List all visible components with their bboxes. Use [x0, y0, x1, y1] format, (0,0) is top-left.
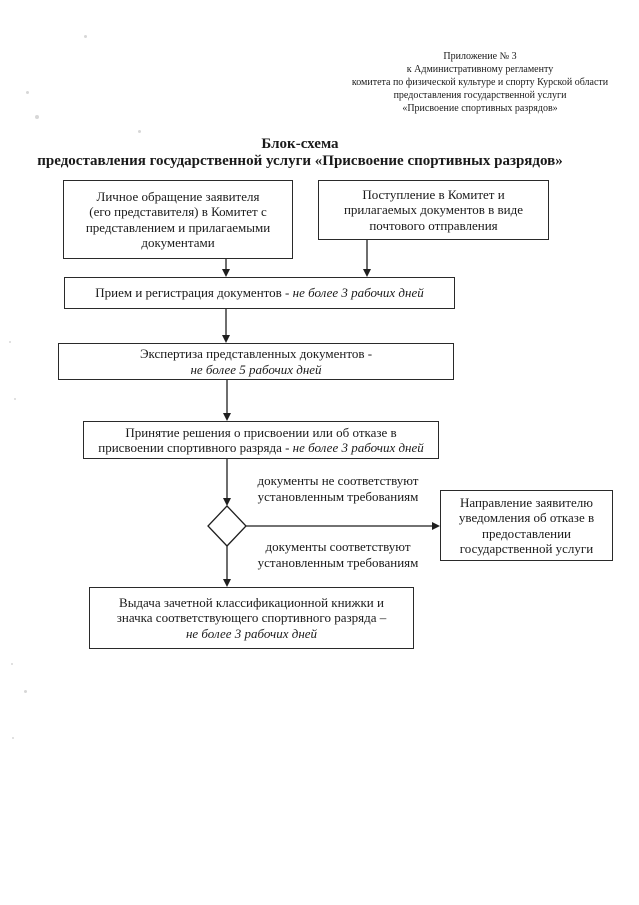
node-term: не более 3 рабочих дней	[292, 440, 424, 455]
scan-speckle	[26, 91, 29, 94]
node-line: почтового отправления	[369, 217, 498, 233]
node-text: присвоении спортивного разряда -	[98, 440, 293, 455]
node-line: Поступление в Комитет и	[362, 186, 505, 202]
flow-node-refusal-notification: Направление заявителю уведомления об отк…	[440, 490, 613, 561]
node-term: не более 3 рабочих дней	[185, 625, 318, 641]
appendix-header-line: Приложение № 3	[443, 51, 517, 62]
scan-speckle	[35, 115, 39, 119]
appendix-header-line: «Присвоение спортивных разрядов»	[402, 103, 558, 114]
appendix-header-line: к Административному регламенту	[406, 64, 554, 75]
page-title-line2: предоставления государственной услуги «П…	[37, 153, 563, 169]
node-text: Прием и регистрация документов -	[95, 285, 293, 301]
node-line: предоставлении	[482, 525, 571, 541]
scan-speckle	[11, 663, 13, 665]
scan-speckle	[24, 690, 27, 693]
flow-node-personal-application: Личное обращение заявителя (его представ…	[63, 180, 293, 259]
node-line: представлением и прилагаемыми	[85, 219, 271, 235]
node-line: присвоении спортивного разряда - не боле…	[88, 440, 434, 456]
branch-label-line: документы не соответствуют	[257, 473, 419, 488]
scan-speckle	[84, 35, 87, 38]
scan-speckle	[9, 341, 11, 343]
arrowhead-down-icon	[223, 413, 231, 421]
node-line: документами	[141, 235, 215, 250]
branch-label-line: установленным требованиям	[257, 488, 419, 504]
flow-node-mail-receipt: Поступление в Комитет и прилагаемых доку…	[318, 180, 549, 240]
node-term: не более 5 рабочих дней	[190, 361, 322, 377]
node-line: (его представителя) в Комитет с	[89, 204, 267, 219]
scan-speckle	[12, 737, 14, 739]
node-line: Личное обращение заявителя	[96, 188, 260, 204]
node-line: Прием и регистрация документов - не боле…	[69, 285, 450, 301]
branch-label-line: документы соответствуют	[265, 539, 411, 554]
scan-speckle	[138, 130, 141, 133]
node-line: уведомления об отказе в	[458, 510, 595, 525]
node-line: Выдача зачетной классификационной книжки…	[119, 594, 384, 610]
arrowhead-right-icon	[432, 522, 440, 530]
appendix-header-line: комитета по физической культуре и спорту…	[351, 77, 609, 88]
flow-node-documents-expertise: Экспертиза представленных документов - н…	[58, 343, 454, 380]
node-line: Направление заявителю	[459, 494, 593, 510]
arrowhead-down-icon	[223, 579, 231, 587]
arrowhead-down-icon	[222, 269, 230, 277]
page-title: Блок-схема предоставления государственно…	[0, 136, 600, 170]
page-title-line1: Блок-схема	[261, 136, 339, 152]
flow-node-decision-making: Принятие решения о присвоении или об отк…	[83, 421, 439, 459]
appendix-header: Приложение № 3 к Административному регла…	[345, 50, 615, 115]
node-line: прилагаемых документов в виде	[343, 202, 524, 218]
node-line: государственной услуги	[459, 541, 594, 556]
node-line: значка соответствующего спортивного разр…	[116, 610, 387, 626]
arrowhead-down-icon	[223, 498, 231, 506]
appendix-header-line: предоставления государственной услуги	[393, 90, 567, 101]
node-line: Экспертиза представленных документов -	[139, 346, 373, 361]
arrowhead-down-icon	[222, 335, 230, 343]
flow-node-booklet-issue: Выдача зачетной классификационной книжки…	[89, 587, 414, 649]
arrowhead-down-icon	[363, 269, 371, 277]
branch-label-line: установленным требованиям	[257, 554, 419, 570]
branch-label-conform: документы соответствуют установленным тр…	[238, 539, 438, 570]
flow-node-reception-registration: Прием и регистрация документов - не боле…	[64, 277, 455, 309]
scan-speckle	[14, 398, 16, 400]
node-term: не более 3 рабочих дней	[292, 285, 424, 301]
node-line: Принятие решения о присвоении или об отк…	[125, 424, 397, 440]
branch-label-not-conform: документы не соответствуют установленным…	[238, 473, 438, 504]
